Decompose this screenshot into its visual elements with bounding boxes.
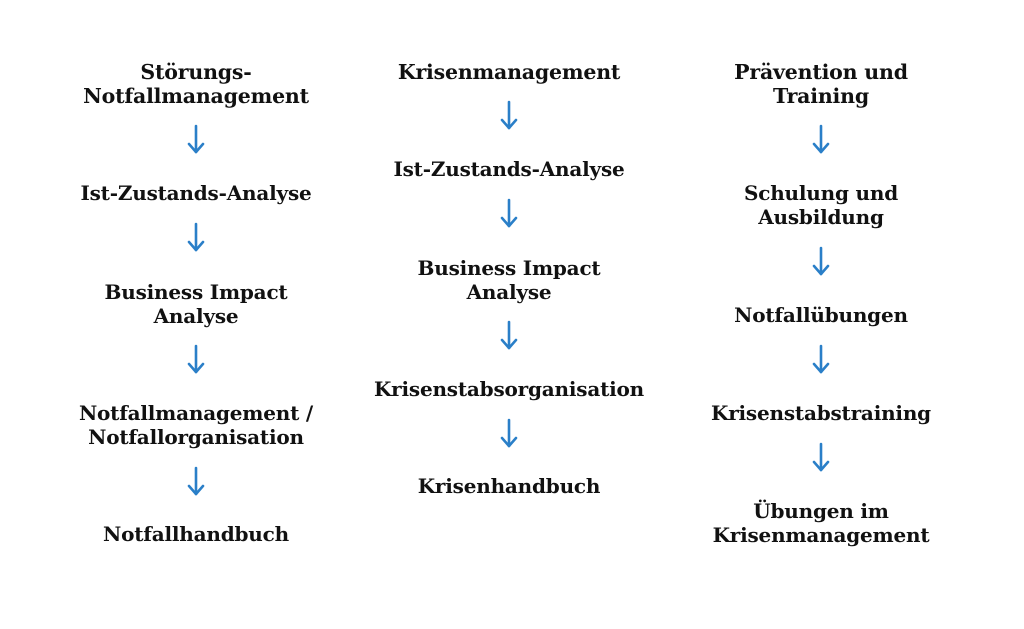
arrow-down-icon xyxy=(810,246,832,278)
step-label: Schulung und Ausbildung xyxy=(744,181,898,229)
arrow-down-icon xyxy=(498,198,520,230)
arrow-down-icon xyxy=(185,222,207,254)
step-label: Ist-Zustands-Analyse xyxy=(393,157,625,181)
arrow-down-icon xyxy=(810,442,832,474)
step-label: Krisenhandbuch xyxy=(417,474,601,498)
column-heading: Störungs- Notfallmanagement xyxy=(83,60,309,108)
arrow-down-icon xyxy=(185,466,207,498)
arrow-down-icon xyxy=(498,100,520,132)
column-heading: Krisenmanagement xyxy=(397,60,621,84)
arrow-down-icon xyxy=(810,344,832,376)
arrow-down-icon xyxy=(185,344,207,376)
arrow-down-icon xyxy=(498,320,520,352)
column-heading: Prävention und Training xyxy=(734,60,908,108)
step-label: Notfallhandbuch xyxy=(103,522,289,546)
step-label: Krisenstabsorganisation xyxy=(373,377,645,401)
step-label: Notfallübungen xyxy=(734,303,908,327)
step-label: Business Impact Analyse xyxy=(104,280,288,328)
step-label: Notfallmanagement / Notfallorganisation xyxy=(78,401,314,449)
arrow-down-icon xyxy=(498,418,520,450)
arrow-down-icon xyxy=(810,124,832,156)
step-label: Business Impact Analyse xyxy=(417,256,601,304)
step-label: Übungen im Krisenmanagement xyxy=(712,499,930,547)
arrow-down-icon xyxy=(185,124,207,156)
step-label: Krisenstabstraining xyxy=(711,401,931,425)
step-label: Ist-Zustands-Analyse xyxy=(80,181,312,205)
